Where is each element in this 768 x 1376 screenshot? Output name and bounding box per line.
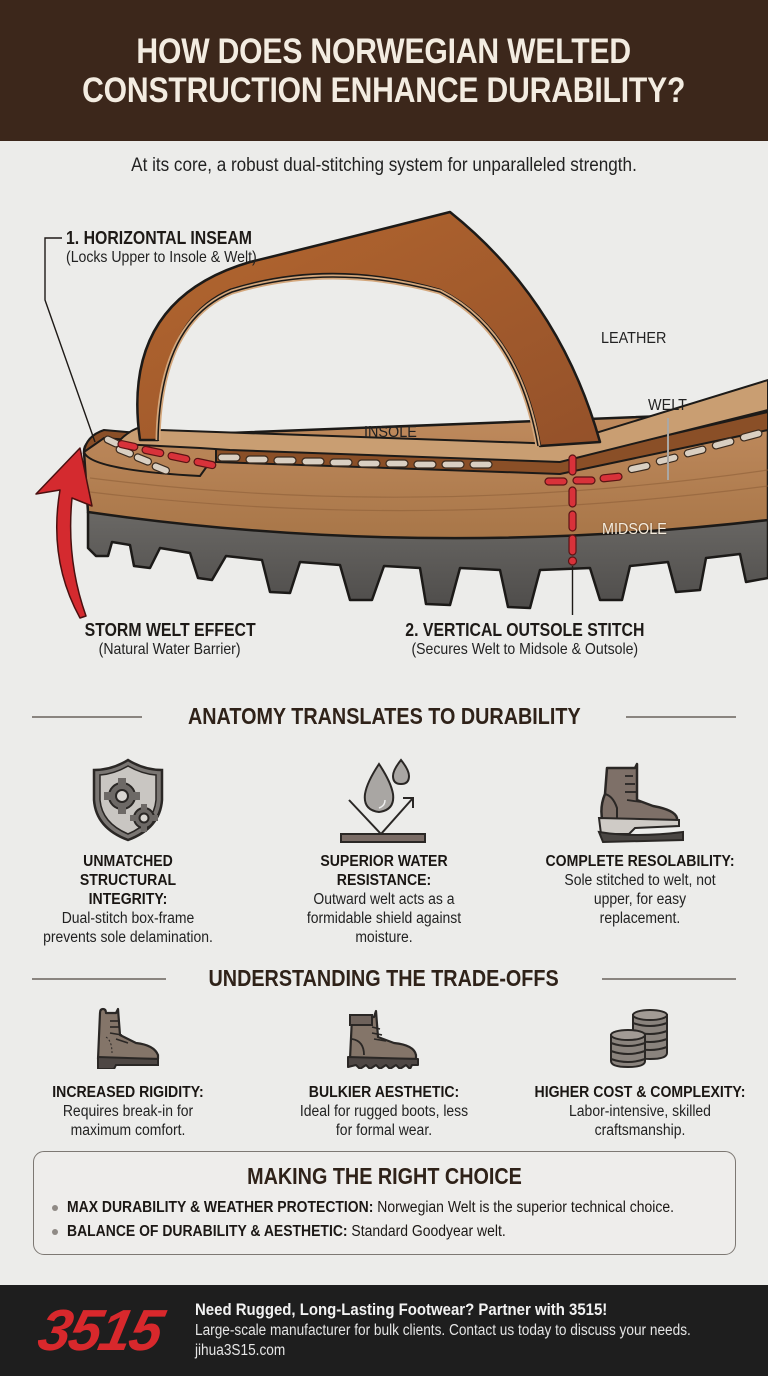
right-choice-title: MAKING THE RIGHT CHOICE bbox=[247, 1163, 522, 1189]
footer-banner: 3515 Need Rugged, Long-Lasting Footwear?… bbox=[0, 1285, 768, 1376]
tradeoff-title: INCREASED RIGIDITY: bbox=[52, 1084, 204, 1101]
anatomy-benefits: UNMATCHED STRUCTURAL INTEGRITY: Dual-sti… bbox=[0, 752, 768, 947]
divider-line bbox=[601, 977, 737, 980]
tradeoff-description: Ideal for rugged boots, less for formal … bbox=[299, 1103, 469, 1139]
benefit-title: COMPLETE RESOLABILITY: bbox=[545, 853, 735, 870]
tradeoff-title: HIGHER COST & COMPLEXITY: bbox=[534, 1084, 746, 1101]
brand-logo[interactable]: 3515 bbox=[26, 1299, 171, 1364]
footer-headline: Need Rugged, Long-Lasting Footwear? Part… bbox=[195, 1300, 608, 1319]
right-choice-label: BALANCE OF DURABILITY & AESTHETIC: bbox=[67, 1223, 348, 1240]
anatomy-section-title: ANATOMY TRANSLATES TO DURABILITY bbox=[187, 703, 581, 729]
shield-gears-icon bbox=[88, 752, 168, 844]
benefit-description: Sole stitched to welt, not upper, for ea… bbox=[564, 872, 716, 927]
right-choice-list: MAX DURABILITY & WEATHER PROTECTION: Nor… bbox=[34, 1196, 735, 1244]
right-choice-label: MAX DURABILITY & WEATHER PROTECTION: bbox=[67, 1199, 374, 1216]
leather-upper bbox=[136, 210, 602, 448]
benefit-item: COMPLETE RESOLABILITY: Sole stitched to … bbox=[512, 752, 768, 947]
page-title-line-1: HOW DOES NORWEGIAN WELTED bbox=[136, 31, 632, 71]
welt-label: WELT bbox=[648, 397, 687, 414]
page-title-line-2: CONSTRUCTION ENHANCE DURABILITY? bbox=[82, 70, 686, 110]
midsole-label: MIDSOLE bbox=[602, 521, 667, 538]
inseam-stitches bbox=[117, 440, 623, 486]
tradeoff-item: HIGHER COST & COMPLEXITY: Labor-intensiv… bbox=[512, 1005, 768, 1140]
outsole-stitch-callout-title: 2. VERTICAL OUTSOLE STITCH bbox=[405, 620, 645, 640]
leather-label: LEATHER bbox=[601, 330, 667, 347]
benefit-description: Outward welt acts as a formidable shield… bbox=[306, 891, 462, 946]
page-subtitle: At its core, a robust dual-stitching sys… bbox=[131, 155, 637, 176]
tradeoff-items: INCREASED RIGIDITY: Requires break-in fo… bbox=[0, 1005, 768, 1140]
right-choice-text: Norwegian Welt is the superior technical… bbox=[373, 1199, 674, 1216]
tradeoff-description: Labor-intensive, skilled craftsmanship. bbox=[569, 1103, 711, 1139]
bullet-icon bbox=[52, 1229, 58, 1235]
welt-stitches bbox=[103, 429, 763, 475]
welt-diagram: 1. HORIZONTAL INSEAM (Locks Upper to Ins… bbox=[0, 190, 768, 680]
outsole-stitch-callout: 2. VERTICAL OUTSOLE STITCH (Secures Welt… bbox=[360, 620, 690, 660]
tradeoff-item: INCREASED RIGIDITY: Requires break-in fo… bbox=[0, 1005, 256, 1140]
inseam-leader-line bbox=[44, 237, 96, 443]
tradeoff-title: BULKIER AESTHETIC: bbox=[308, 1084, 460, 1101]
tradeoff-description: Requires break-in for maximum comfort. bbox=[62, 1103, 194, 1139]
insole-label: INSOLE bbox=[364, 424, 417, 441]
divider-line bbox=[626, 715, 737, 718]
resole-boot-icon bbox=[595, 752, 685, 844]
footer-text: Need Rugged, Long-Lasting Footwear? Part… bbox=[195, 1299, 758, 1361]
right-choice-item: MAX DURABILITY & WEATHER PROTECTION: Nor… bbox=[52, 1196, 735, 1220]
benefit-item: UNMATCHED STRUCTURAL INTEGRITY: Dual-sti… bbox=[0, 752, 256, 947]
storm-welt-callout: STORM WELT EFFECT (Natural Water Barrier… bbox=[60, 620, 280, 660]
brand-logo-text: 3515 bbox=[33, 1303, 171, 1359]
outsole-stitch-callout-subtitle: (Secures Welt to Midsole & Outsole) bbox=[411, 641, 639, 659]
bullet-icon bbox=[52, 1205, 58, 1211]
inseam-callout-title: 1. HORIZONTAL INSEAM bbox=[66, 228, 252, 248]
page-header: HOW DOES NORWEGIAN WELTED CONSTRUCTION E… bbox=[0, 0, 768, 141]
divider-line bbox=[32, 715, 142, 718]
outsole-stitch bbox=[567, 454, 578, 566]
tradeoff-item: BULKIER AESTHETIC: Ideal for rugged boot… bbox=[256, 1005, 512, 1140]
page-title: HOW DOES NORWEGIAN WELTED CONSTRUCTION E… bbox=[82, 32, 685, 110]
tradeoffs-section-header: UNDERSTANDING THE TRADE-OFFS bbox=[32, 965, 737, 992]
footer-website-link[interactable]: jihua3S15.com bbox=[195, 1342, 286, 1359]
benefit-description: Dual-stitch box-frame prevents sole dela… bbox=[43, 910, 213, 946]
storm-welt-arrow-icon bbox=[35, 447, 93, 619]
bulky-boot-icon bbox=[346, 1005, 422, 1069]
right-choice-panel: MAKING THE RIGHT CHOICE MAX DURABILITY &… bbox=[33, 1151, 736, 1255]
right-choice-text: Standard Goodyear welt. bbox=[347, 1223, 506, 1240]
shoe-cross-section-illustration bbox=[35, 210, 768, 619]
water-drop-icon bbox=[339, 752, 429, 844]
divider-line bbox=[32, 977, 167, 980]
benefit-title: UNMATCHED STRUCTURAL INTEGRITY: bbox=[79, 853, 177, 908]
coins-icon bbox=[609, 1005, 671, 1069]
inseam-callout: 1. HORIZONTAL INSEAM (Locks Upper to Ins… bbox=[66, 228, 283, 268]
anatomy-section-header: ANATOMY TRANSLATES TO DURABILITY bbox=[32, 703, 737, 730]
outsole bbox=[86, 510, 768, 610]
storm-welt-callout-title: STORM WELT EFFECT bbox=[84, 620, 256, 640]
tradeoffs-section-title: UNDERSTANDING THE TRADE-OFFS bbox=[208, 965, 560, 991]
right-choice-item: BALANCE OF DURABILITY & AESTHETIC: Stand… bbox=[52, 1220, 735, 1244]
footer-body: Large-scale manufacturer for bulk client… bbox=[195, 1322, 691, 1339]
inseam-callout-subtitle: (Locks Upper to Insole & Welt) bbox=[66, 249, 257, 267]
storm-welt-callout-subtitle: (Natural Water Barrier) bbox=[99, 641, 241, 659]
benefit-title: SUPERIOR WATER RESISTANCE: bbox=[320, 853, 448, 889]
benefit-item: SUPERIOR WATER RESISTANCE: Outward welt … bbox=[256, 752, 512, 947]
stiff-boot-icon bbox=[92, 1005, 164, 1069]
